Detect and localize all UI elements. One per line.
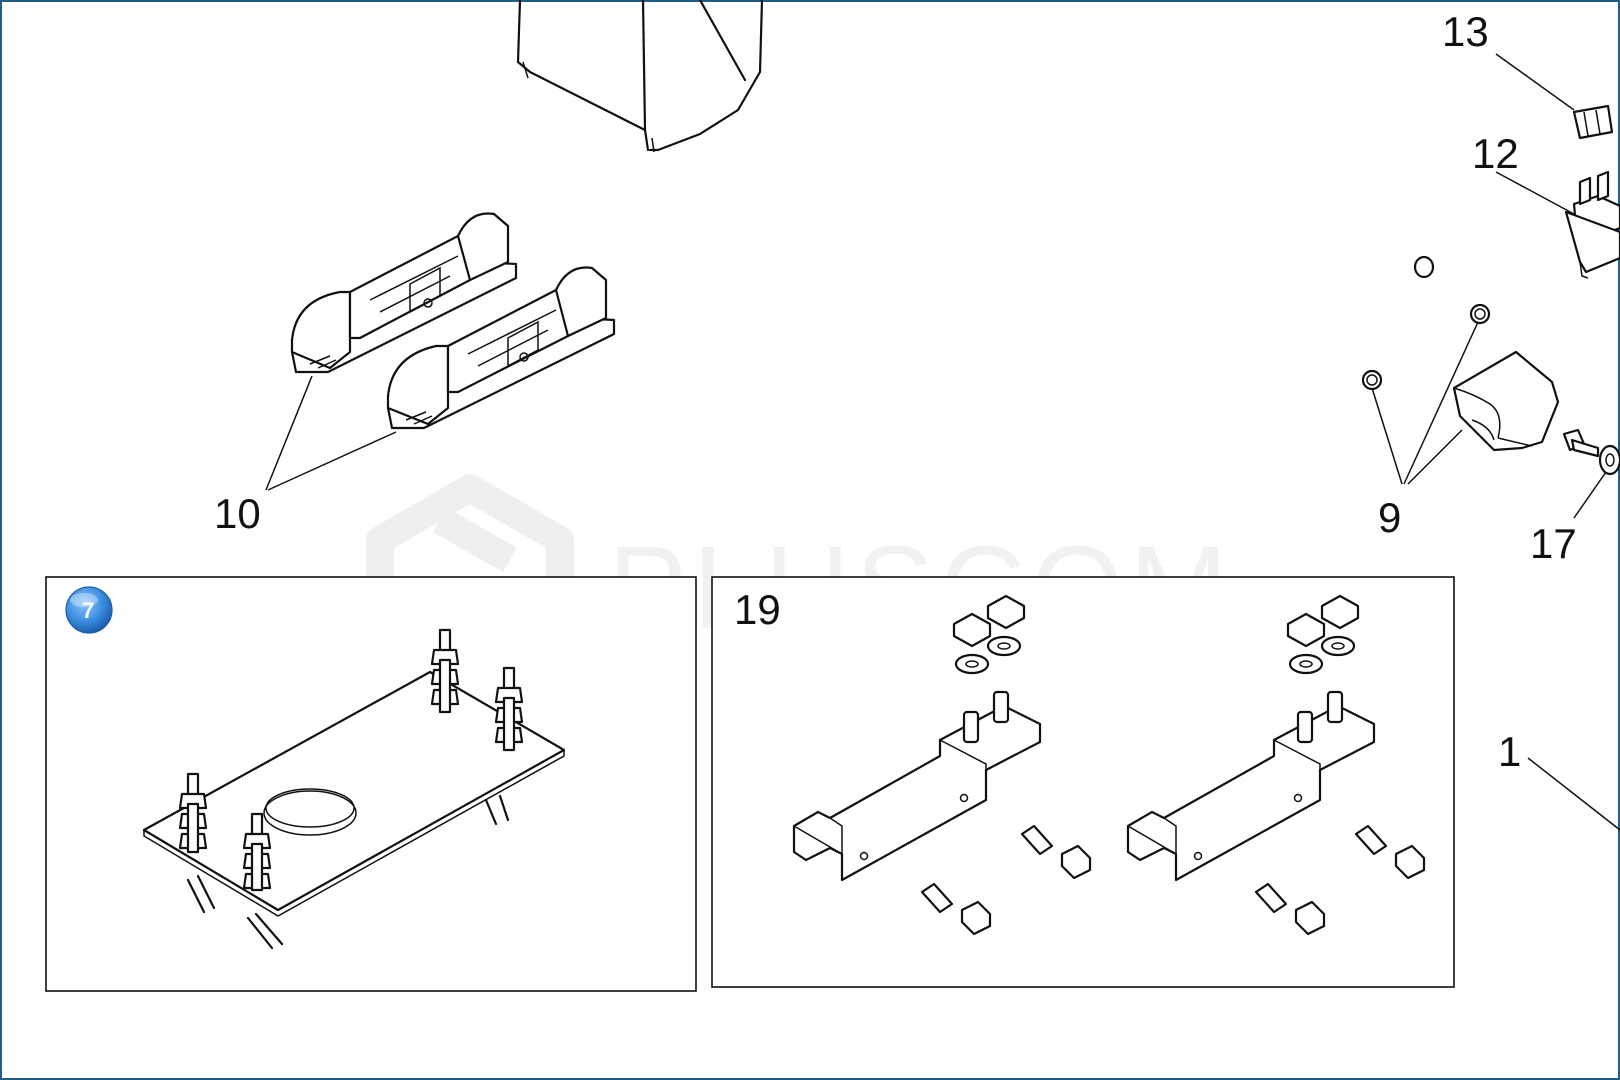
callout-19: 19 [734,586,781,633]
badge-7-label: 7 [82,598,94,623]
badge-7: 7 [65,586,113,634]
part-13-fuse [1495,53,1614,140]
stud-bolt-1 [430,628,460,714]
callout-9: 9 [1378,494,1401,541]
stud-bolt-4 [242,812,272,892]
part-housing [516,0,764,153]
anchor-plate [142,628,566,950]
bracket-set-left [792,594,1092,936]
callout-1: 1 [1498,728,1521,775]
part-9-cover [1361,255,1560,485]
part-17-screw [1562,428,1620,519]
callout-12: 12 [1472,130,1519,177]
part-12-switch [1495,170,1620,279]
bracket-back [290,212,518,374]
stud-bolt-3 [178,772,208,854]
panel-7: 7 [45,576,697,992]
stud-bolt-2 [494,666,524,752]
callout-10: 10 [214,490,261,537]
callout-13: 13 [1442,8,1489,55]
bracket-set-right [1126,594,1426,936]
panel-19: 19 [711,576,1455,988]
callout-17: 17 [1530,520,1577,567]
callout-1-leader [1527,757,1620,831]
part-10-brackets [265,212,616,491]
bracket-front [386,266,616,430]
